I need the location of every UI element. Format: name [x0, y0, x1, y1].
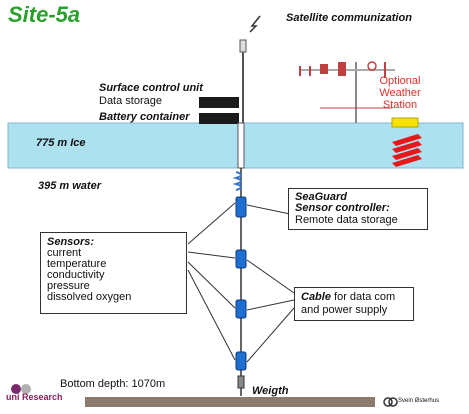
- battery-label: Battery container: [99, 111, 190, 123]
- cable-box: Cable for data com and power supply: [294, 287, 414, 321]
- logo-text: uni Research: [6, 392, 63, 402]
- weather-line-1: Optional: [379, 75, 421, 87]
- instruments: [235, 196, 247, 389]
- seaguard-instrument: [235, 196, 247, 218]
- sensor-instrument: [235, 249, 247, 269]
- surface-unit-box: [199, 97, 239, 108]
- pointer-lines: [187, 202, 296, 363]
- satellite-label: Satellite communization: [286, 12, 412, 24]
- credit-text: Svein Østerhus: [398, 398, 440, 404]
- surface-unit-title: Surface control unit: [99, 82, 203, 94]
- weather-station: [299, 61, 395, 123]
- sensor-item: dissolved oxygen: [47, 291, 132, 303]
- borehole: [237, 122, 245, 169]
- battery-box: [199, 113, 239, 124]
- cable-line-2: and power supply: [301, 304, 388, 316]
- ground-bar: [85, 397, 375, 407]
- ice-layer: [7, 122, 464, 169]
- seaguard-line-1: SeaGuard: [295, 191, 347, 203]
- ice-label: 775 m Ice: [36, 137, 86, 149]
- seaguard-line-3: Remote data storage: [295, 214, 398, 226]
- bottom-depth-label: Bottom depth: 1070m: [60, 378, 166, 390]
- page-title: Site-5a: [8, 2, 81, 27]
- weight-label: Weigth: [252, 385, 289, 397]
- cable-line-1: Cable for data com: [301, 291, 407, 304]
- seaguard-box: SeaGuard Sensor controller: Remote data …: [288, 188, 428, 230]
- sensors-box: Sensors: current temperature conductivit…: [40, 232, 187, 314]
- ice-ridges: [392, 134, 422, 167]
- cable-coil: [232, 171, 242, 191]
- sensor-item: temperature: [47, 258, 107, 270]
- lightning-icon: [249, 15, 261, 33]
- sensor-instrument: [235, 351, 247, 371]
- seaguard-line-2: Sensor controller:: [295, 202, 390, 214]
- cable-rest: for data com: [330, 291, 396, 303]
- sensor-item: conductivity: [47, 269, 105, 281]
- antenna: [239, 15, 261, 123]
- credit-logo: [383, 397, 398, 407]
- yellow-box: [391, 117, 419, 128]
- sensors-title: Sensors:: [47, 236, 95, 248]
- cable-bold: Cable: [301, 291, 331, 303]
- weather-line-3: Station: [382, 99, 418, 111]
- sensor-item: current: [47, 247, 82, 259]
- weather-line-2: Weather: [379, 87, 421, 99]
- weather-label: Optional Weather Station: [366, 75, 434, 111]
- uni-research-logo: [11, 384, 31, 394]
- release-unit: [237, 375, 245, 389]
- surface-unit-subtitle: Data storage: [99, 95, 162, 107]
- sensor-instrument: [235, 299, 247, 319]
- sensor-item: pressure: [47, 280, 90, 292]
- water-label: 395 m water: [38, 180, 101, 192]
